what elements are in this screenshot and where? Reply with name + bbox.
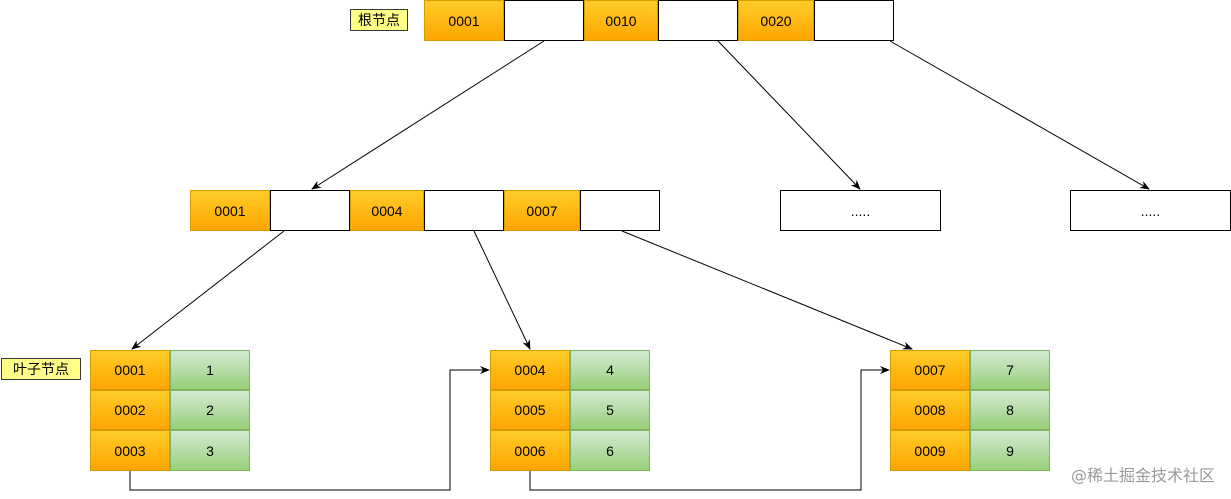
leaf-key: 0001 xyxy=(90,350,170,390)
root-key: 0010 xyxy=(584,0,658,41)
leaf-value: 5 xyxy=(570,390,650,430)
edge-root-to-internal xyxy=(311,40,545,190)
leaf-key: 0002 xyxy=(90,390,170,430)
edge-internal-to-leaf-2 xyxy=(473,230,531,350)
collapsed-node: ..... xyxy=(780,190,941,231)
internal-key: 0001 xyxy=(190,190,270,231)
root-key: 0020 xyxy=(738,0,814,41)
leaf-link-1-to-2 xyxy=(129,366,490,491)
leaf-key: 0008 xyxy=(890,390,970,430)
internal-key: 0004 xyxy=(350,190,424,231)
leaf-key: 0005 xyxy=(490,390,570,430)
collapsed-node: ..... xyxy=(1070,190,1231,231)
internal-key: 0007 xyxy=(504,190,580,231)
leaf-link-2-to-3 xyxy=(529,366,890,491)
root-pointer xyxy=(814,0,894,41)
root-pointer xyxy=(658,0,738,41)
leaf-value: 1 xyxy=(170,350,250,390)
leaf-key: 0003 xyxy=(90,430,170,471)
leaf-node-label: 叶子节点 xyxy=(1,358,81,380)
edge-root-to-collapsed-1 xyxy=(717,40,861,190)
root-node-label: 根节点 xyxy=(350,9,408,31)
internal-pointer xyxy=(424,190,504,231)
leaf-value: 4 xyxy=(570,350,650,390)
edge-internal-to-leaf-1 xyxy=(131,230,285,350)
leaf-value: 2 xyxy=(170,390,250,430)
leaf-value: 9 xyxy=(970,430,1050,471)
internal-pointer xyxy=(580,190,660,231)
leaf-key: 0004 xyxy=(490,350,570,390)
leaf-value: 6 xyxy=(570,430,650,471)
leaf-value: 3 xyxy=(170,430,250,471)
leaf-key: 0006 xyxy=(490,430,570,471)
watermark: @稀土掘金技术社区 xyxy=(1070,466,1215,485)
leaf-value: 8 xyxy=(970,390,1050,430)
internal-pointer xyxy=(270,190,350,231)
leaf-key: 0007 xyxy=(890,350,970,390)
root-key: 0001 xyxy=(424,0,504,41)
edge-internal-to-leaf-3 xyxy=(621,230,913,350)
leaf-key: 0009 xyxy=(890,430,970,471)
edge-root-to-collapsed-2 xyxy=(889,40,1150,190)
leaf-value: 7 xyxy=(970,350,1050,390)
root-pointer xyxy=(504,0,584,41)
